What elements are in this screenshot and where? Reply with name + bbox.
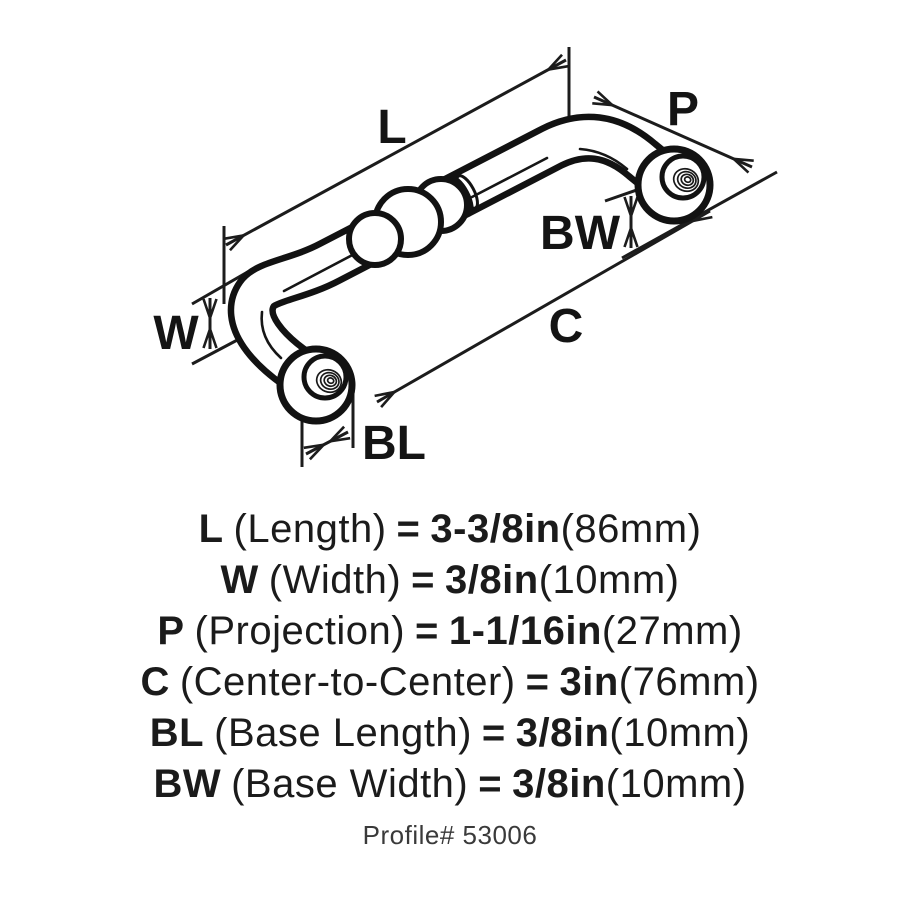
tube-highlight-line: [282, 249, 362, 293]
spec-imperial-value: 3in: [559, 660, 619, 704]
spec-code: P: [157, 609, 185, 653]
spec-metric-value: (10mm): [609, 711, 751, 755]
spec-imperial-value: 3-3/8in: [430, 507, 561, 551]
spec-row-length: L(Length)=3-3/8in(86mm): [0, 504, 900, 555]
pull-handle-drawing: [227, 113, 714, 425]
right-base-ferrule: [634, 145, 714, 225]
spec-name: (Base Length): [214, 711, 472, 755]
spec-code: C: [140, 660, 170, 704]
profile-number: Profile# 53006: [362, 820, 538, 850]
dimension-labels: L P BW C W BL: [153, 83, 699, 470]
screw-thread-hole: [672, 167, 700, 193]
spec-imperial-value: 3/8in: [515, 711, 610, 755]
spec-name: (Length): [233, 507, 387, 551]
screw-thread-hole: [315, 368, 343, 394]
pull-handle-dimension-diagram: L P BW C W BL: [153, 47, 778, 470]
spec-imperial-value: 3/8in: [512, 762, 606, 806]
handle-tube-fill: [234, 120, 682, 400]
spec-imperial-value: 1-1/16in: [448, 609, 602, 653]
spec-metric-value: (76mm): [618, 660, 760, 704]
dimension-label-base-width: BW: [540, 207, 621, 260]
center-ornament-rings: [346, 174, 479, 268]
spec-metric-value: (10mm): [538, 558, 680, 602]
dimension-label-projection: P: [667, 83, 699, 136]
dimension-base-length: [300, 419, 348, 467]
spec-name: (Projection): [194, 609, 406, 653]
tube-highlight-line: [260, 310, 283, 360]
dimension-spec-list: L(Length)=3-3/8in(86mm) W(Width)=3/8in(1…: [0, 504, 900, 848]
spec-code: L: [198, 507, 224, 551]
spec-code: W: [220, 558, 259, 602]
dimension-label-center-to-center: C: [549, 300, 584, 353]
spec-row-center-to-center: C(Center-to-Center)=3in(76mm): [0, 657, 900, 708]
dimension-label-width: W: [153, 307, 199, 360]
spec-row-projection: P(Projection)=1-1/16in(27mm): [0, 606, 900, 657]
spec-name: (Width): [268, 558, 402, 602]
spec-equals: =: [481, 711, 506, 755]
spec-equals: =: [415, 609, 439, 653]
dimension-length: [222, 47, 571, 304]
dimension-center-to-center: [351, 211, 710, 448]
tube-highlight-line: [470, 156, 549, 199]
tube-highlight-line: [578, 147, 629, 171]
left-base-ferrule: [276, 345, 356, 425]
spec-row-width: W(Width)=3/8in(10mm): [0, 555, 900, 606]
spec-metric-value: (10mm): [605, 762, 747, 806]
dimension-label-base-length: BL: [362, 417, 426, 470]
spec-equals: =: [411, 558, 436, 602]
spec-row-base-length: BL(Base Length)=3/8in(10mm): [0, 708, 900, 759]
spec-name: (Center-to-Center): [179, 660, 516, 704]
spec-imperial-value: 3/8in: [445, 558, 539, 602]
spec-row-base-width: BW(Base Width)=3/8in(10mm): [0, 759, 900, 810]
spec-code: BW: [153, 762, 222, 806]
spec-equals: =: [478, 762, 503, 806]
spec-code: BL: [149, 711, 205, 755]
spec-equals: =: [396, 507, 421, 551]
spec-equals: =: [525, 660, 550, 704]
spec-metric-value: (27mm): [601, 609, 743, 653]
dimension-label-length: L: [377, 101, 406, 154]
spec-name: (Base Width): [231, 762, 469, 806]
spec-metric-value: (86mm): [560, 507, 702, 551]
